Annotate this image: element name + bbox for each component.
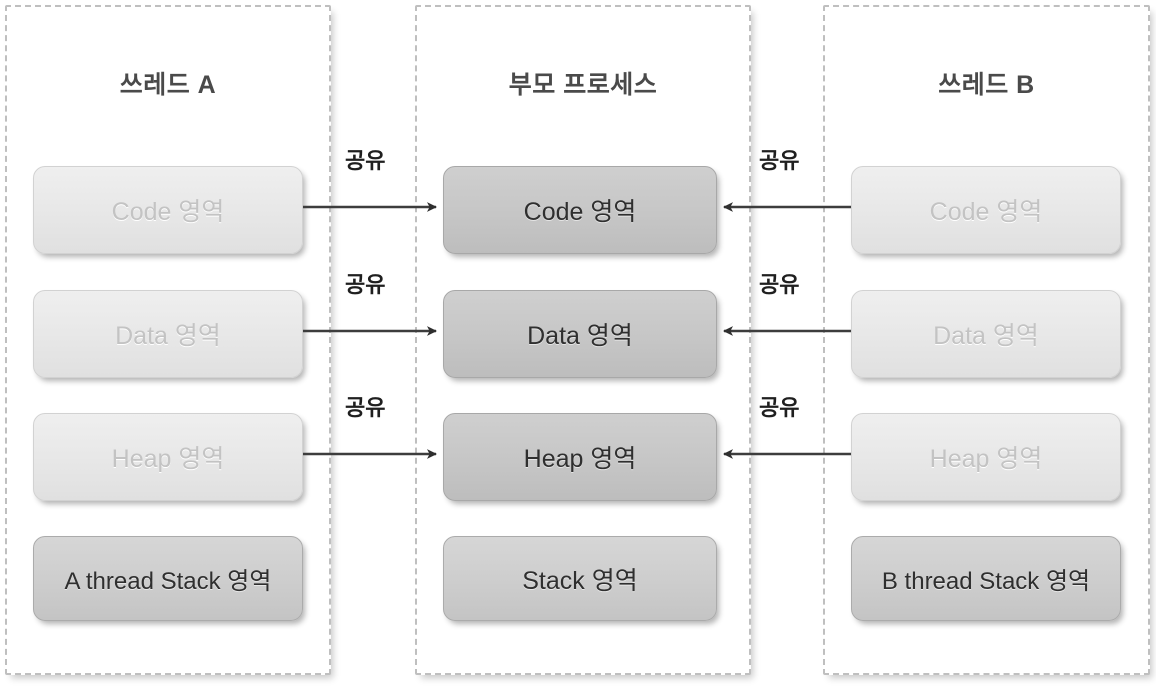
box-parent-data: Data 영역 bbox=[443, 290, 717, 378]
box-thread-b-heap: Heap 영역 bbox=[851, 413, 1121, 501]
connector-label-left-heap: 공유 bbox=[345, 395, 386, 420]
box-thread-a-code: Code 영역 bbox=[33, 166, 303, 254]
box-thread-b-data: Data 영역 bbox=[851, 290, 1121, 378]
box-parent-heap: Heap 영역 bbox=[443, 413, 717, 501]
panel-title-parent-process: 부모 프로세스 bbox=[508, 71, 658, 99]
box-parent-code: Code 영역 bbox=[443, 166, 717, 254]
box-thread-b-stack: B thread Stack 영역 bbox=[851, 536, 1121, 621]
box-thread-a-heap: Heap 영역 bbox=[33, 413, 303, 501]
panel-title-thread-b: 쓰레드 B bbox=[938, 71, 1035, 99]
box-parent-stack: Stack 영역 bbox=[443, 536, 717, 621]
connector-label-right-code: 공유 bbox=[759, 148, 800, 173]
box-thread-a-stack: A thread Stack 영역 bbox=[33, 536, 303, 621]
panel-title-thread-a: 쓰레드 A bbox=[119, 71, 217, 99]
connector-label-left-code: 공유 bbox=[345, 148, 386, 173]
box-thread-b-code: Code 영역 bbox=[851, 166, 1121, 254]
box-thread-a-data: Data 영역 bbox=[33, 290, 303, 378]
connector-label-left-data: 공유 bbox=[345, 272, 386, 297]
connector-label-right-data: 공유 bbox=[759, 272, 800, 297]
connector-label-right-heap: 공유 bbox=[759, 395, 800, 420]
